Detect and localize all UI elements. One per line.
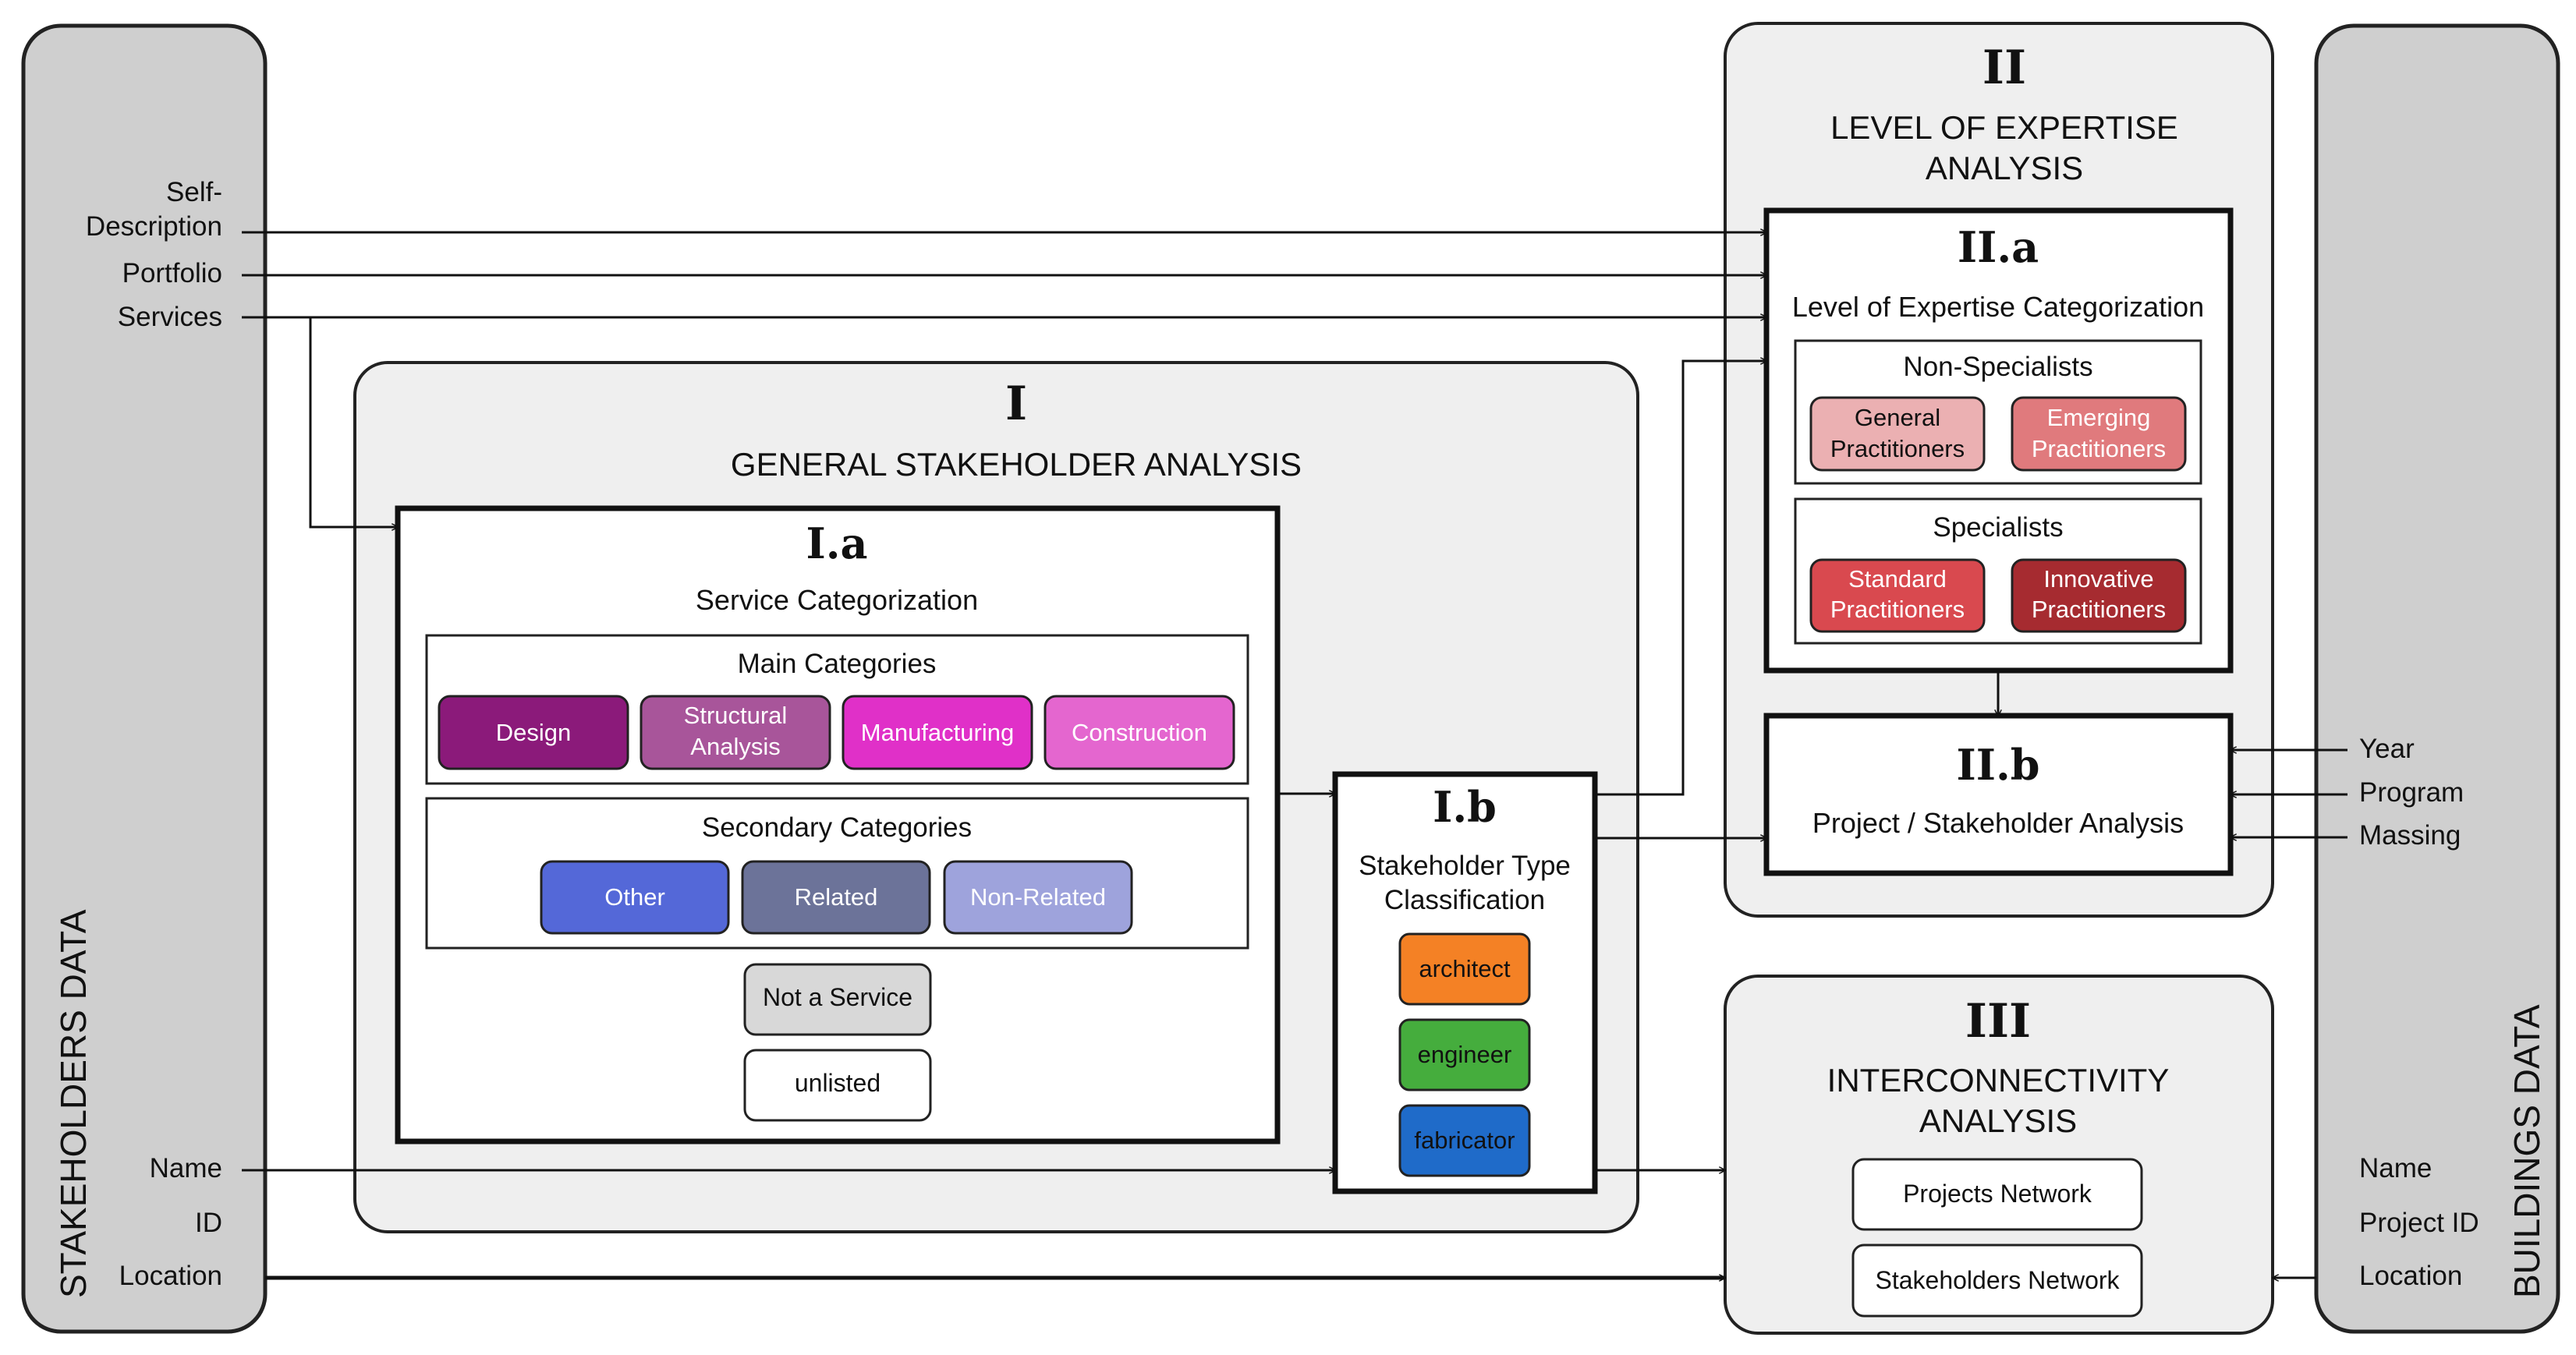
secondary-category-badge [943,860,1133,935]
stakeholder-type-badge [1398,932,1531,1006]
field-services: Services [118,302,222,332]
expertise-categorization-title: Level of Expertise Categorization [1792,291,2204,323]
stakeholders-network-box [1851,1244,2143,1318]
field-project-id: Project ID [2359,1208,2479,1238]
project-stakeholder-analysis-title: Project / Stakeholder Analysis [1812,807,2184,839]
field-program: Program [2359,777,2464,808]
standard-practitioners-line1: Standard [1848,565,1947,593]
main-category-label: Analysis [690,733,780,760]
main-category-label: Manufacturing [861,719,1014,746]
stakeholder-type-label: architect [1419,955,1511,982]
unlisted-badge [743,1049,932,1122]
unlisted-label: unlisted [795,1069,881,1097]
stakeholders-data-title: STAKEHOLDERS DATA [53,909,94,1298]
arrow-type-to-expertise [1595,361,1766,796]
main-category-badge [640,695,831,770]
specialists-heading: Specialists [1933,512,2063,543]
projects-network-box [1851,1158,2143,1231]
general-practitioners-badge [1809,396,1986,472]
stakeholder-type-badge [1398,1018,1531,1091]
section-Ia-label: I.a [806,518,867,568]
section-IIa-label: II.a [1958,222,2039,272]
main-category-label: Construction [1072,719,1207,746]
secondary-category-badge [540,860,730,935]
non-specialists-heading: Non-Specialists [1903,352,2092,382]
buildings-data-panel [2314,23,2560,1334]
section-interconnectivity [1724,975,2274,1335]
main-category-label: Structural [684,702,788,729]
standard-practitioners-line2: Practitioners [1830,596,1965,623]
field-self-description-1: Self- [166,177,222,207]
section-III-numeral: III [1965,994,2031,1049]
general-practitioners-line2: Practitioners [1830,435,1965,462]
section-III-title-1: INTERCONNECTIVITY [1827,1062,2170,1099]
field-self-description-2: Description [86,211,222,242]
stakeholder-type-label: fabricator [1414,1127,1515,1154]
field-massing: Massing [2359,820,2461,851]
field-building-name: Name [2359,1153,2432,1183]
projects-network-label: Projects Network [1903,1180,2092,1208]
emerging-practitioners-badge [2011,396,2187,472]
secondary-category-label: Related [795,883,878,911]
main-category-badge [1044,695,1235,770]
main-categories-heading: Main Categories [738,649,937,679]
field-location: Location [119,1261,222,1291]
innovative-practitioners-line2: Practitioners [2032,596,2166,623]
innovative-practitioners-badge [2011,558,2187,633]
stakeholder-type-label: engineer [1418,1041,1512,1068]
emerging-practitioners-line1: Emerging [2047,404,2151,431]
standard-practitioners-badge [1809,558,1986,633]
field-year: Year [2359,734,2415,764]
service-categorization-title: Service Categorization [696,584,978,616]
emerging-practitioners-line2: Practitioners [2032,435,2166,462]
secondary-category-badge [741,860,931,935]
not-a-service-label: Not a Service [763,983,912,1011]
section-Ib-label: I.b [1433,782,1497,832]
section-III-title-2: ANALYSIS [1919,1102,2077,1139]
section-IIb-label: II.b [1956,740,2039,790]
general-practitioners-line1: General [1855,404,1940,431]
innovative-practitioners-line1: Innovative [2043,565,2153,593]
field-building-location: Location [2359,1261,2462,1291]
section-II-numeral: II [1982,41,2026,95]
main-category-badge [438,695,629,770]
main-category-label: Design [496,719,572,746]
secondary-category-label: Other [604,883,665,911]
buildings-data-title: BUILDINGS DATA [2507,1004,2547,1298]
project-stakeholder-analysis-box [1763,713,2234,876]
stakeholders-network-label: Stakeholders Network [1875,1266,2120,1294]
field-id: ID [195,1208,222,1238]
section-I-numeral: I [1005,377,1027,431]
secondary-categories-heading: Secondary Categories [702,812,972,843]
field-name: Name [150,1153,222,1183]
stakeholder-type-badge [1398,1104,1531,1177]
section-II-title-2: ANALYSIS [1926,150,2083,186]
field-portfolio: Portfolio [122,258,222,288]
secondary-category-label: Non-Related [970,883,1106,911]
section-II-title-1: LEVEL OF EXPERTISE [1830,109,2178,146]
not-a-service-badge [743,963,932,1036]
section-I-title: GENERAL STAKEHOLDER ANALYSIS [731,446,1302,483]
arrow-services-to-service-categorization [309,317,398,527]
stakeholders-data-panel [21,23,268,1334]
stakeholder-type-title-2: Classification [1384,885,1545,915]
main-category-badge [842,695,1033,770]
stakeholder-type-title-1: Stakeholder Type [1359,851,1571,881]
